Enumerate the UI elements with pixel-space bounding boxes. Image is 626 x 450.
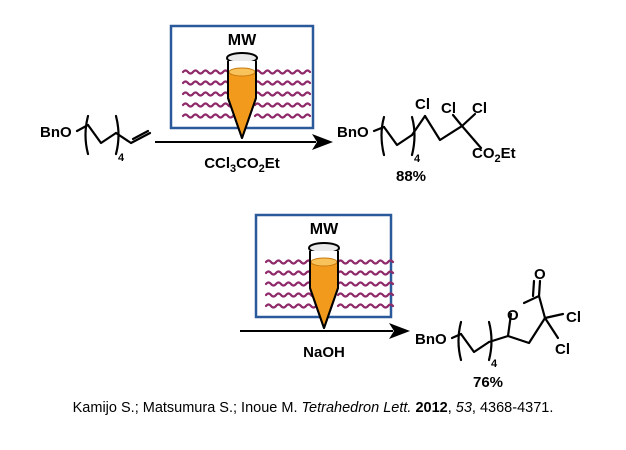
product-2-ring-oxygen: O	[507, 307, 519, 324]
product-1-ester-label: CO2Et	[472, 145, 516, 165]
reaction-arrow-2	[240, 323, 410, 339]
product-1-repeat-subscript: 4	[414, 153, 421, 165]
citation-volume: 53	[455, 400, 472, 416]
yield-1: 88%	[396, 168, 426, 185]
microwave-box-2: MW	[254, 213, 395, 329]
product-2-carbonyl-oxygen: O	[534, 266, 546, 283]
yield-2: 76%	[473, 374, 503, 391]
scheme-canvas: MW BnO 4 CCl3CO2Et BnO 4 Cl Cl Cl	[40, 24, 581, 391]
citation-journal: Tetrahedron Lett.	[301, 400, 412, 416]
product-1-chloro-2: Cl	[441, 100, 456, 117]
reagent-1-label: CCl3CO2Et	[204, 155, 280, 175]
product-2-chloro-1: Cl	[566, 309, 581, 326]
product-2-repeat-subscript: 4	[491, 358, 498, 370]
product-1-bno-label: BnO	[337, 124, 369, 141]
microwave-box-1: MW	[169, 24, 315, 139]
reactant-1-structure: BnO 4	[40, 114, 152, 164]
product-1-structure: BnO 4 Cl Cl Cl CO2Et	[337, 96, 516, 165]
product-2-bno-label: BnO	[415, 331, 447, 348]
microwave-label-2: MW	[310, 221, 339, 238]
product-2-chloro-2: Cl	[555, 341, 570, 358]
reactant-1-bno-label: BnO	[40, 124, 72, 141]
citation: Kamijo S.; Matsumura S.; Inoue M. Tetrah…	[72, 400, 554, 416]
citation-authors: Kamijo S.; Matsumura S.; Inoue M.	[72, 400, 302, 416]
citation-year: 2012	[415, 400, 448, 416]
reactant-1-repeat-subscript: 4	[118, 152, 125, 164]
product-2-structure: BnO 4 O O Cl Cl	[415, 266, 581, 370]
reaction-arrow-1	[155, 134, 333, 150]
reagent-2-label: NaOH	[303, 344, 345, 361]
product-1-chloro-1: Cl	[415, 96, 430, 113]
citation-pages: , 4368-4371.	[471, 400, 554, 416]
microwave-label-1: MW	[228, 32, 257, 49]
product-1-chloro-3: Cl	[472, 100, 487, 117]
